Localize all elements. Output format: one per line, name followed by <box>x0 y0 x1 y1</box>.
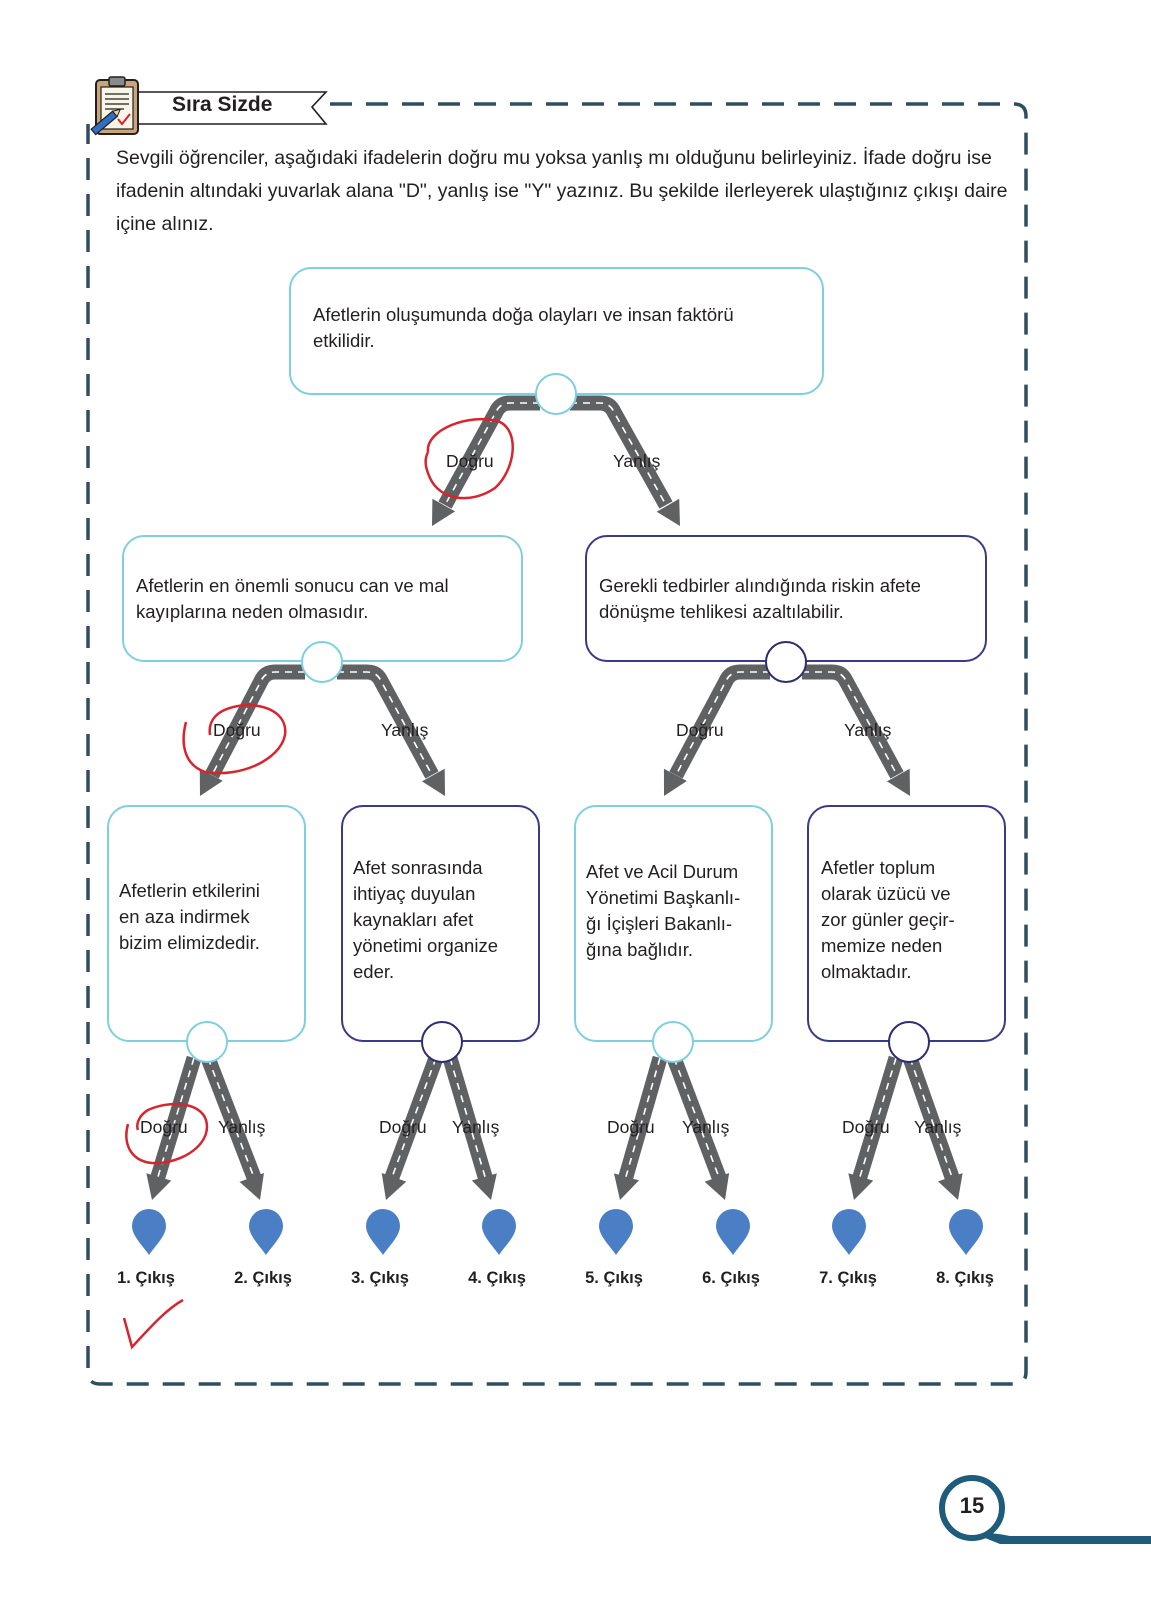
statement-text: Afet sonrasında ihtiyaç duyulan kaynakla… <box>353 856 498 982</box>
road-true <box>613 1055 668 1200</box>
page-number-badge <box>939 1475 1151 1544</box>
location-pin-icon <box>366 1209 400 1255</box>
statement-level3-2: Afet sonrasında ihtiyaç duyulan kaynakla… <box>341 805 540 1042</box>
location-pin-icon <box>949 1209 983 1255</box>
exit-label-4[interactable]: 4. Çıkış <box>468 1269 526 1287</box>
answer-circle-level2-left[interactable] <box>301 641 343 683</box>
statement-level3-4: Afetler toplum olarak üzücü ve zor günle… <box>807 805 1006 1042</box>
branch-label-true: Doğru <box>213 720 261 740</box>
road-false <box>570 395 680 526</box>
branch-label-false: Yanlış <box>218 1117 266 1137</box>
branch-label-false: Yanlış <box>613 451 661 471</box>
road-true <box>432 395 540 526</box>
answer-circle-level3-1[interactable] <box>186 1021 228 1063</box>
location-pin-icon <box>482 1209 516 1255</box>
branch-label-false: Yanlış <box>452 1117 500 1137</box>
branch-label-true: Doğru <box>676 720 724 740</box>
branch-label-true: Doğru <box>446 451 494 471</box>
location-pin-icon <box>716 1209 750 1255</box>
answer-circle-level3-4[interactable] <box>888 1021 930 1063</box>
exit-label-5[interactable]: 5. Çıkış <box>585 1269 643 1287</box>
road-false <box>337 664 445 796</box>
branch-label-false: Yanlış <box>844 720 892 740</box>
answer-circle-level2-right[interactable] <box>765 641 807 683</box>
road-true <box>663 664 770 796</box>
statement-text: Afetlerin etkilerini en aza indirmek biz… <box>119 879 260 953</box>
road-false <box>442 1055 497 1200</box>
answer-circle-level3-3[interactable] <box>652 1021 694 1063</box>
branch-label-true: Doğru <box>842 1117 890 1137</box>
branch-label-true: Doğru <box>379 1117 427 1137</box>
statement-text: Afetlerin oluşumunda doğa olayları ve in… <box>313 304 734 351</box>
road-false <box>902 1055 963 1200</box>
road-true <box>848 1055 904 1200</box>
statement-level2-right: Gerekli tedbirler alındığında riskin afe… <box>585 535 987 662</box>
dashed-border <box>86 102 1028 1386</box>
road-false <box>802 664 910 796</box>
clipboard-pencil-icon <box>90 76 139 136</box>
statement-text: Afet ve Acil Durum Yönetimi Başkanlı- ğı… <box>586 860 741 960</box>
statement-level3-1: Afetlerin etkilerini en aza indirmek biz… <box>107 805 306 1042</box>
branch-label-false: Yanlış <box>682 1117 730 1137</box>
exit-label-3[interactable]: 3. Çıkış <box>351 1269 409 1287</box>
answer-circle-root[interactable] <box>535 373 577 415</box>
statement-text: Gerekli tedbirler alındığında riskin afe… <box>599 575 921 622</box>
location-pin-icon <box>599 1209 633 1255</box>
branch-label-true: Doğru <box>607 1117 655 1137</box>
road-true <box>381 1055 444 1200</box>
statement-text: Afetlerin en önemli sonucu can ve mal ka… <box>136 575 449 622</box>
exit-label-8[interactable]: 8. Çıkış <box>936 1269 994 1287</box>
exit-label-7[interactable]: 7. Çıkış <box>819 1269 877 1287</box>
exit-label-6[interactable]: 6. Çıkış <box>702 1269 760 1287</box>
road-true <box>199 664 305 796</box>
answer-circle-level3-2[interactable] <box>421 1021 463 1063</box>
page-number: 15 <box>959 1493 985 1518</box>
road-false <box>201 1055 264 1200</box>
location-pin-icon <box>132 1209 166 1255</box>
exit-label-2[interactable]: 2. Çıkış <box>234 1269 292 1287</box>
statement-text: Afetler toplum olarak üzücü ve zor günle… <box>821 856 955 982</box>
exit-label-1[interactable]: 1. Çıkış <box>117 1269 175 1287</box>
branch-label-false: Yanlış <box>914 1117 962 1137</box>
statement-level3-3: Afet ve Acil Durum Yönetimi Başkanlı- ğı… <box>574 805 773 1042</box>
section-title: Sıra Sizde <box>172 93 273 116</box>
instructions-text: Sevgili öğrenciler, aşağıdaki ifadelerin… <box>116 147 1008 235</box>
location-pin-icon <box>249 1209 283 1255</box>
branch-label-true: Doğru <box>140 1117 188 1137</box>
location-pin-icon <box>832 1209 866 1255</box>
branch-label-false: Yanlış <box>381 720 429 740</box>
road-false <box>666 1055 730 1200</box>
decision-roads <box>146 395 963 1200</box>
